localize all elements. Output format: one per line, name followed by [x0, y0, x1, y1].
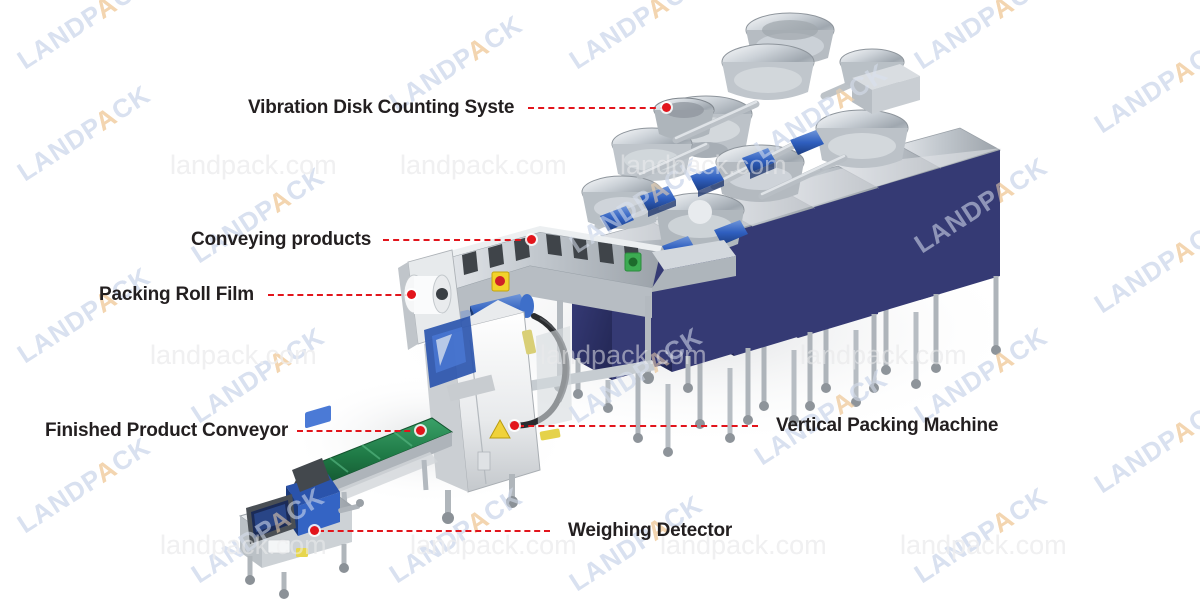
callout-label-vertical-packing-machine: Vertical Packing Machine: [776, 415, 999, 436]
leader-endpoint-finished-product-conveyor: [416, 426, 425, 435]
weighing-detector: [238, 405, 364, 599]
leader-endpoint-weighing-detector: [310, 526, 319, 535]
vertical-packing-machine: [398, 249, 572, 524]
leader-line-packing-roll-film: [268, 294, 411, 296]
leader-line-vertical-packing-machine: [518, 425, 758, 427]
leader-endpoint-packing-roll-film: [407, 290, 416, 299]
leader-line-vibration-disk-counting-system: [528, 107, 666, 109]
finished-product-conveyor: [282, 417, 454, 521]
leader-endpoint-vibration-disk-counting-system: [662, 103, 671, 112]
leader-line-conveying-products: [383, 239, 531, 241]
callout-label-conveying-products: Conveying products: [191, 229, 372, 250]
callout-label-finished-product-conveyor: Finished Product Conveyor: [45, 420, 289, 441]
callout-label-packing-roll-film: Packing Roll Film: [99, 284, 254, 305]
leader-endpoint-conveying-products: [527, 235, 536, 244]
leader-line-weighing-detector: [318, 530, 550, 532]
leader-endpoint-vertical-packing-machine: [510, 421, 519, 430]
callout-label-weighing-detector: Weighing Detector: [568, 520, 733, 541]
leader-line-finished-product-conveyor: [297, 430, 420, 432]
callout-label-vibration-disk-counting-system: Vibration Disk Counting Syste: [248, 97, 515, 118]
hmi-touchscreen: [246, 494, 296, 544]
